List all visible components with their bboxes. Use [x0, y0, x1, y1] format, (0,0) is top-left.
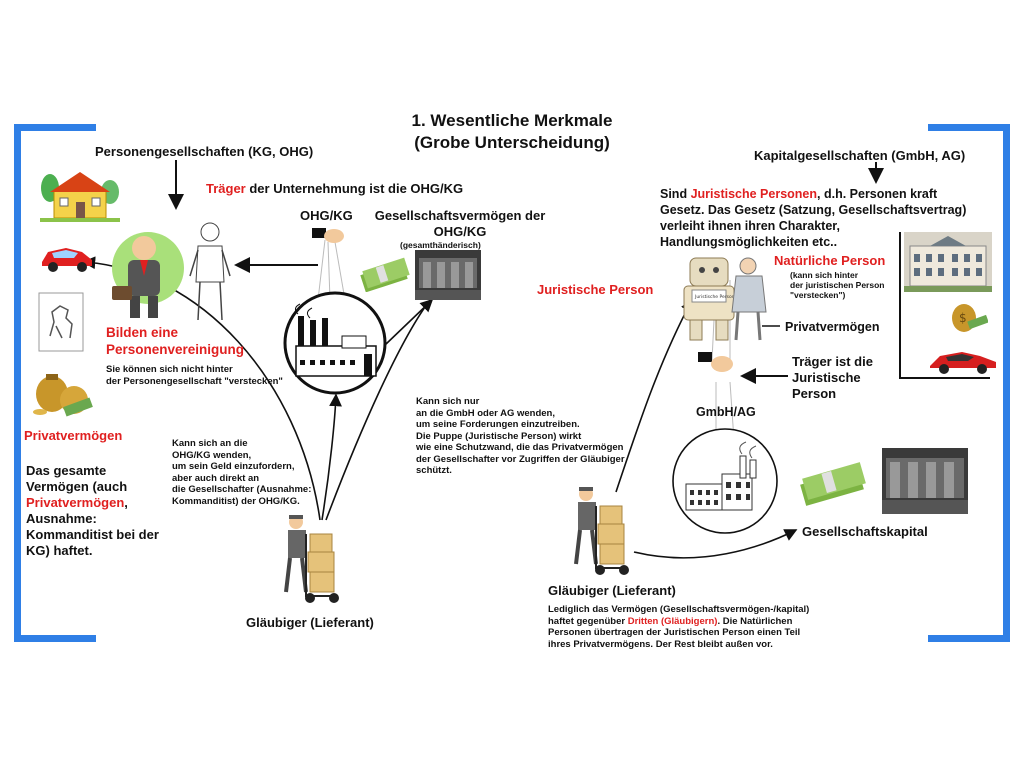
left-traeger-text: Träger der Unternehmung ist die OHG/KG [206, 181, 463, 196]
left-bracket-side [14, 124, 21, 642]
natuerliche-person-label: Natürliche Person [774, 253, 886, 268]
left-heading: Personengesellschaften (KG, OHG) [95, 144, 314, 159]
nat-person-sub: (kann sich hinter der juristischen Perso… [790, 270, 885, 300]
juristische-person-label: Juristische Person [537, 282, 654, 297]
left-privat-label: Privatvermögen [24, 428, 123, 443]
right-bracket-side [1003, 124, 1010, 642]
warehouse-photo-right [882, 448, 968, 514]
delivery-man-icon-right [574, 487, 629, 575]
arrow-glaeubiger-to-factory [321, 393, 342, 521]
puppet-hand-icon-right [698, 352, 733, 372]
money-bag-icon-right: $ [952, 304, 988, 332]
left-bracket-bottom [14, 635, 96, 642]
right-glaeubiger: Gläubiger (Lieferant) [548, 583, 676, 598]
red-sports-car-icon [930, 352, 996, 374]
right-heading: Kapitalgesellschaften (GmbH, AG) [754, 148, 966, 163]
right-sind-text: Sind Juristische Personen, d.h. Personen… [660, 187, 967, 249]
left-bracket-top [14, 124, 96, 131]
arrow-glaeubiger-to-vermoegen [325, 299, 431, 521]
money-bags-icon [33, 374, 93, 417]
right-bracket-bottom [928, 635, 1010, 642]
left-traeger-red: Träger [206, 181, 246, 196]
verstecken-text: Sie können sich nicht hinter der Persone… [106, 364, 283, 387]
horse-card-icon [38, 292, 84, 352]
right-traeger-text: Träger ist die Juristische Person [792, 354, 873, 401]
title-line1: 1. Wesentliche Merkmale [411, 111, 613, 130]
lediglich-text: Lediglich das Vermögen (Gesellschaftsver… [548, 604, 810, 650]
left-traeger-rest: der Unternehmung ist die OHG/KG [245, 181, 464, 196]
svg-text:$: $ [959, 311, 967, 325]
gesamt-vermoegen-text: Das gesamte Vermögen (auch Privatvermöge… [26, 463, 159, 558]
puppet-hand-icon-left [312, 228, 344, 243]
puppet-juristic-person-icon: Juristische Person [683, 257, 735, 341]
title-line2: (Grobe Unterscheidung) [414, 133, 610, 152]
businessman-icon [112, 232, 184, 318]
left-glaeubiger: Gläubiger (Lieferant) [246, 615, 374, 630]
natural-person-icon [731, 257, 767, 341]
right-privatvermoegen: Privatvermögen [785, 320, 880, 334]
house-icon [40, 172, 120, 222]
red-car-icon [42, 248, 92, 272]
gmbh-ag-label: GmbH/AG [696, 405, 756, 419]
svg-text:Juristische Person: Juristische Person [694, 294, 735, 300]
ohgkg-label: OHG/KG [300, 208, 353, 223]
warehouse-photo-left [415, 250, 481, 300]
gesellschaftskapital-label: Gesellschaftskapital [802, 524, 928, 539]
left-kann-text: Kann sich an die OHG/KG wenden, um sein … [172, 438, 312, 507]
sketch-person-icon [189, 222, 231, 321]
delivery-man-icon-left [284, 515, 339, 603]
factory-circle-right [672, 428, 778, 534]
money-stack-icon-left [360, 257, 410, 292]
middle-kann-text: Kann sich nur an die GmbH oder AG wenden… [416, 396, 625, 476]
vermoegen-title: Gesellschaftsvermögen der OHG/KG [374, 208, 546, 239]
arrow-glaeubiger-to-jp [615, 298, 693, 493]
factory-circle-left [283, 291, 387, 395]
right-bracket-top [928, 124, 1010, 131]
bilden-text: Bilden eine Personenvereinigung [106, 325, 245, 357]
building-photo-right [904, 232, 992, 292]
money-stack-icon-right [800, 462, 866, 506]
vermoegen-sub: (gesamthänderisch) [400, 240, 481, 250]
arrow-glaeubiger-to-kapital [633, 529, 798, 559]
right-bracket-line [899, 232, 990, 379]
page-title: 1. Wesentliche Merkmale (Grobe Untersche… [362, 110, 662, 154]
